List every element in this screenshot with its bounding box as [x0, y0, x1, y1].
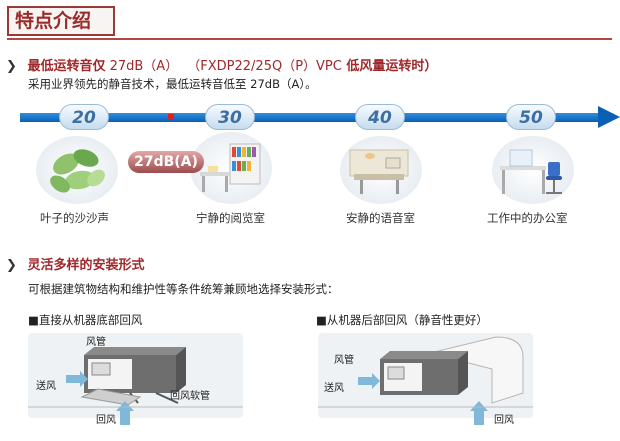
section-heading-noise: ❯ 最低运转音仅 27dB（A） （FXDP22/25Q（P）VPC 低风量运转… — [6, 55, 437, 74]
section-heading-installation: ❯ 灵活多样的安装形式 — [6, 254, 144, 273]
level-label-40: 安静的语音室 — [346, 211, 415, 225]
level-pill-20: 20 — [59, 104, 109, 130]
supply-air-label: 送风 — [36, 381, 56, 392]
leaves-illustration — [36, 136, 118, 204]
duct-label: 风管 — [334, 355, 354, 366]
installation-heading-text: 灵活多样的安装形式 — [27, 258, 145, 273]
level-label-50: 工作中的办公室 — [487, 211, 568, 225]
return-air-label: 回风 — [96, 415, 116, 426]
level-label-30: 宁静的阅览室 — [196, 211, 265, 225]
noise-level-badge: 27dB(A) — [128, 151, 204, 173]
install-option-rear-title: ■从机器后部回风（静音性更好） — [316, 313, 488, 327]
install-diagram-bottom-return: 风管 送风 回风 回风软管 — [28, 333, 243, 436]
title-divider — [7, 38, 612, 40]
level-pill-40: 40 — [355, 104, 405, 130]
page-title: 特点介绍 — [7, 6, 115, 36]
return-hose-label: 回风软管 — [170, 391, 210, 402]
office-chair-icon — [500, 149, 562, 194]
install-option-bottom-title: ■直接从机器底部回风 — [28, 313, 143, 327]
reading-room-illustration — [190, 132, 272, 204]
leaf-icon — [50, 149, 105, 193]
supply-air-label: 送风 — [324, 383, 344, 394]
arrow-right-icon — [598, 106, 620, 128]
indoor-unit-icon — [318, 336, 533, 425]
office-illustration — [492, 136, 574, 204]
level-label-20: 叶子的沙沙声 — [40, 211, 109, 225]
chevron-right-icon: ❯ — [6, 59, 17, 74]
noise-level-timeline — [20, 113, 600, 122]
duct-label: 风管 — [86, 337, 106, 348]
desk-icon — [349, 149, 409, 194]
chevron-right-icon: ❯ — [6, 258, 17, 273]
indoor-unit-icon — [28, 347, 243, 425]
level-pill-50: 50 — [506, 104, 556, 130]
language-room-illustration — [340, 136, 422, 204]
level-pill-30: 30 — [205, 104, 255, 130]
bookshelf-icon — [200, 143, 261, 192]
return-air-label: 回风 — [494, 415, 514, 426]
heading-suffix: 低风量运转时） — [341, 59, 438, 74]
section-description-noise: 采用业界领先的静音技术，最低运转音低至 27dB（A）。 — [28, 77, 317, 91]
section-description-installation: 可根据建筑物结构和维护性等条件统筹兼顾地选择安装形式： — [28, 282, 339, 296]
heading-value: 27dB（A） — [105, 59, 179, 74]
heading-model: （FXDP22/25Q（P）VPC — [187, 59, 342, 74]
install-diagram-rear-return: 风管 送风 回风 — [318, 333, 533, 436]
heading-prefix: 最低运转音仅 — [27, 59, 106, 74]
current-level-marker — [168, 114, 174, 120]
